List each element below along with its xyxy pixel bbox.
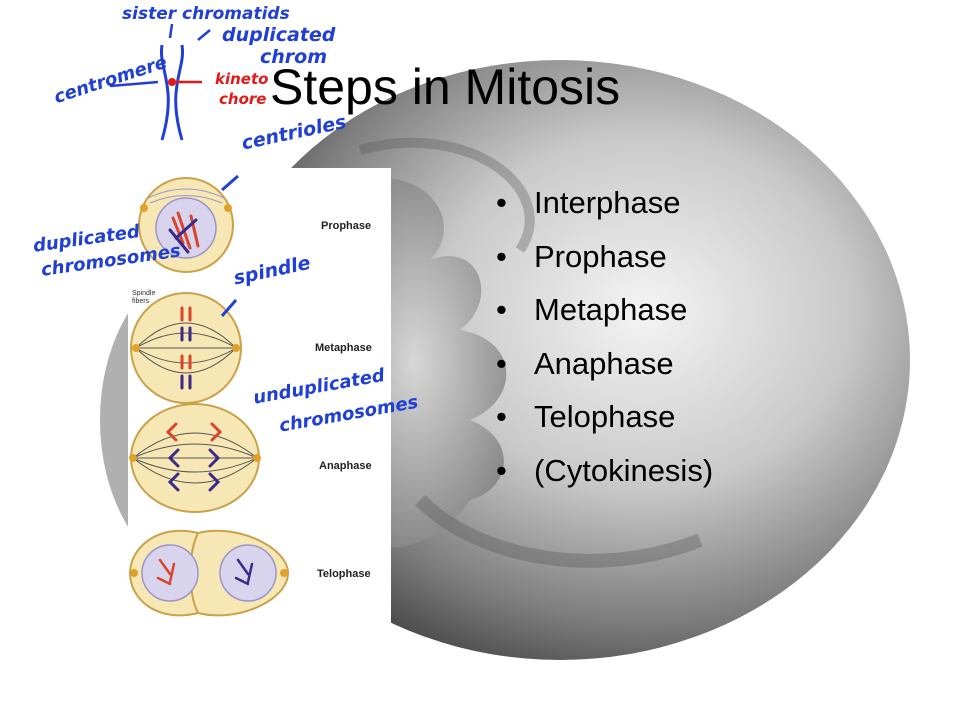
annotation-duplicated-chrom-2: chrom (260, 46, 328, 68)
slide-title: Steps in Mitosis (270, 59, 621, 115)
telophase-cells (128, 529, 290, 617)
prophase-cell (138, 177, 234, 273)
annotation-duplicated-chrom-1: duplicated (222, 24, 336, 46)
stage-bullet-list: •Interphase •Prophase •Metaphase •Anapha… (496, 176, 713, 497)
stage-label-metaphase: Metaphase (315, 342, 372, 354)
annotation-kinetochore-2: chore (219, 90, 267, 108)
metaphase-cell (130, 292, 242, 404)
anaphase-cell (129, 403, 261, 513)
chromosome-sketch (159, 44, 202, 141)
bullet-item: •Telophase (496, 399, 676, 434)
stage-label-prophase: Prophase (321, 220, 372, 232)
bullet-item: •Prophase (496, 238, 667, 274)
bullet-item: •Anaphase (496, 345, 674, 381)
mitosis-figure: Spindle fibers Prophase Metaphase Anapha… (128, 168, 391, 624)
annotation-sister-chromatids: sister chromatids (122, 4, 290, 24)
stage-label-anaphase: Anaphase (319, 460, 372, 472)
annotation-kinetochore-1: kineto (215, 70, 269, 88)
bullet-item: •(Cytokinesis) (496, 452, 714, 488)
mitosis-stages-illustration (128, 177, 290, 617)
bullet-item: •Interphase (496, 185, 681, 220)
spindle-fibers-label: Spindle fibers (132, 290, 156, 305)
bullet-item: •Metaphase (496, 292, 688, 327)
stage-label-telophase: Telophase (317, 568, 371, 580)
